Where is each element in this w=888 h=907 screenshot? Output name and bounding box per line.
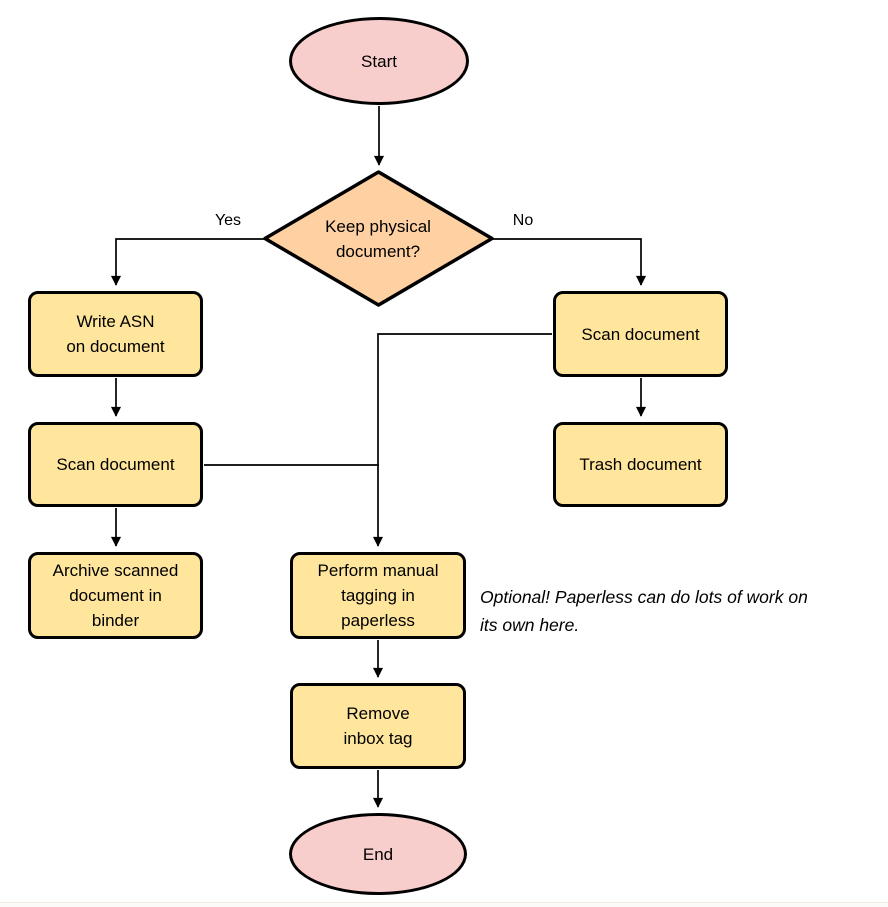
edge-scan-right-to-tagging	[372, 333, 552, 547]
remove-inbox-tag-node: Remove inbox tag	[290, 683, 466, 769]
trash-document-label: Trash document	[579, 455, 702, 474]
manual-tagging-node: Perform manual tagging in paperless	[290, 552, 466, 639]
optional-annotation: Optional! Paperless can do lots of work …	[480, 587, 808, 635]
scan-document-right-node: Scan document	[553, 291, 728, 377]
page-bottom-divider	[0, 902, 888, 907]
start-node-label: Start	[361, 51, 397, 71]
archive-document-label: Archive scanned document in binder	[52, 561, 179, 630]
scan-document-left-node: Scan document	[28, 422, 203, 507]
end-node-label: End	[362, 844, 394, 864]
write-asn-node: Write ASN on document	[28, 291, 203, 377]
remove-inbox-tag-label: Remove inbox tag	[343, 704, 413, 748]
edge-label-no: No	[512, 212, 534, 229]
write-asn-node-label: Write ASN on document	[66, 312, 165, 356]
start-node: Start	[289, 17, 469, 105]
manual-tagging-label: Perform manual tagging in paperless	[317, 561, 439, 630]
scan-document-right-label: Scan document	[581, 324, 700, 344]
archive-document-node: Archive scanned document in binder	[28, 552, 203, 639]
trash-document-node: Trash document	[553, 422, 728, 507]
end-node: End	[289, 813, 467, 895]
decision-node-label: Keep physical document?	[325, 216, 431, 261]
edge-label-yes: Yes	[214, 212, 242, 229]
scan-document-left-label: Scan document	[56, 455, 175, 474]
edge-decision-yes-to-write-asn	[110, 238, 265, 286]
edge-decision-no-to-scan-right	[492, 238, 647, 286]
